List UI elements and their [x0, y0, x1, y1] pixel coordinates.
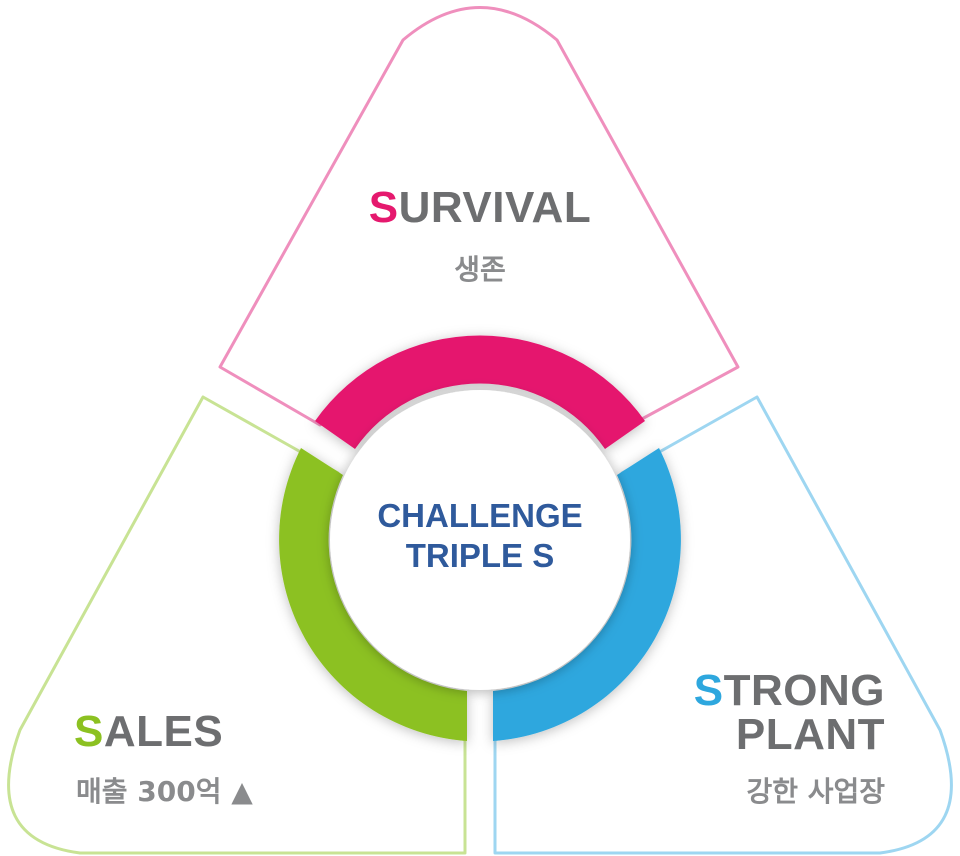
sales-rest: ALES: [103, 707, 224, 756]
sales-subtitle: 매출 300억 ▲: [76, 775, 253, 808]
strong-plant-rest: TRONG: [723, 666, 885, 715]
strong-plant-line-2: PLANT: [735, 710, 885, 759]
center-circle: [330, 390, 630, 690]
strong-plant-line-1: STRONG: [600, 669, 885, 713]
survival-title: SURVIVAL: [350, 186, 610, 230]
survival-rest: URVIVAL: [398, 183, 592, 232]
center-label: CHALLENGE TRIPLE S: [330, 496, 630, 575]
strong-plant-subtitle: 강한 사업장: [746, 775, 885, 808]
sales-title: SALES: [74, 710, 314, 754]
strong-plant-title: STRONG PLANT: [600, 669, 885, 757]
center-line-1: CHALLENGE: [377, 497, 583, 534]
strong-plant-initial: S: [693, 666, 724, 715]
center-line-2: TRIPLE S: [405, 536, 555, 574]
sales-initial: S: [74, 707, 104, 756]
survival-subtitle: 생존: [454, 253, 506, 286]
ring-survival-segment: [315, 335, 645, 449]
survival-initial: S: [368, 183, 399, 232]
